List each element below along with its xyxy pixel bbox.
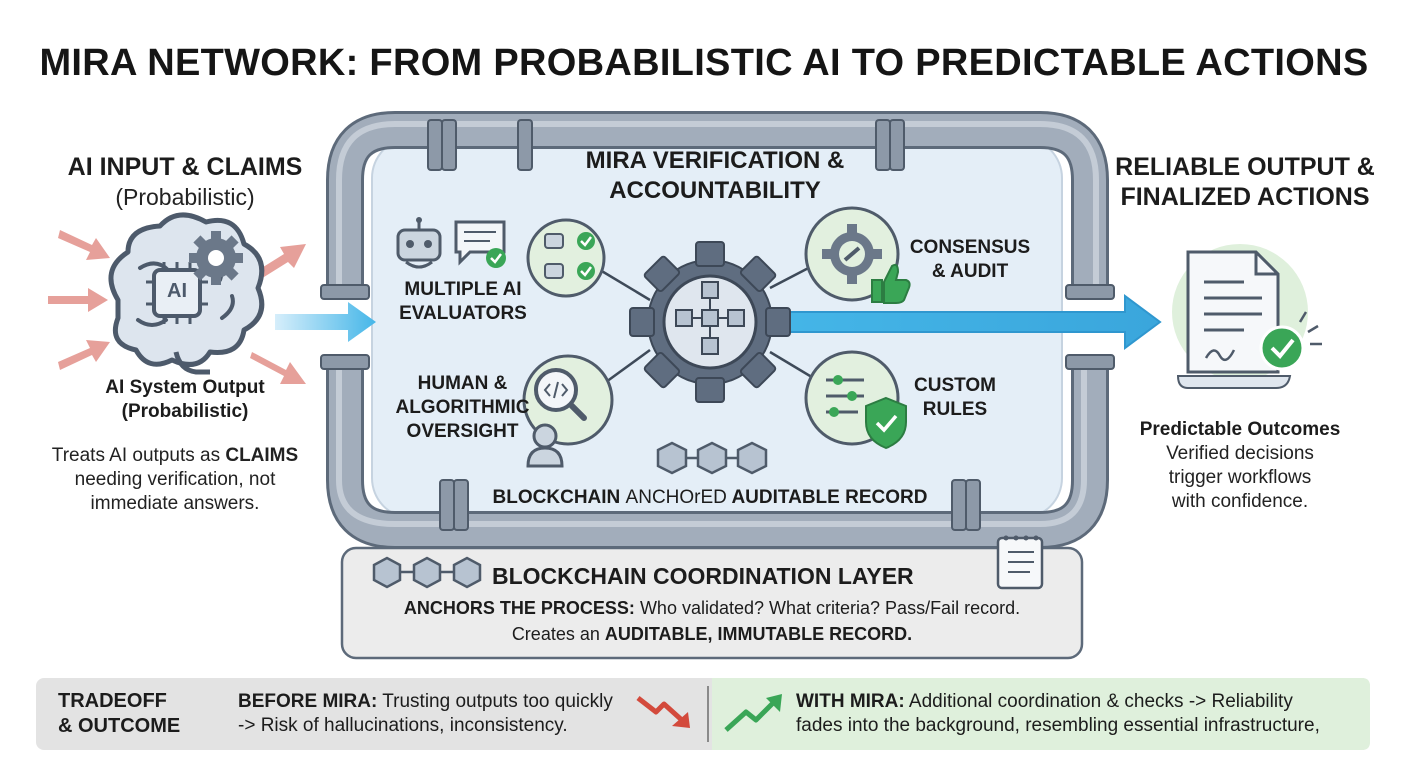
evaluators-label-line1: MULTIPLE AI [398,278,528,302]
consensus-label: CONSENSUS & AUDIT [905,236,1035,284]
output-description: Verified decisions trigger workflows wit… [1110,442,1370,514]
rules-label: CUSTOM RULES [905,374,1005,422]
evaluators-label-line2: EVALUATORS [398,302,528,326]
coordination-line1-rest: Who validated? What criteria? Pass/Fail … [635,598,1020,618]
input-desc-line2: needing verification, not [20,468,330,492]
coordination-title: BLOCKCHAIN COORDINATION LAYER [492,563,972,590]
output-heading-line2: FINALIZED ACTIONS [1100,182,1390,212]
record-label-part1: BLOCKCHAIN [493,487,626,508]
verification-title-line1: MIRA VERIFICATION & [540,146,890,176]
input-desc-prefix: Treats AI outputs as [52,445,226,466]
output-desc-line2: trigger workflows [1110,466,1370,490]
gear-icon [189,231,243,285]
record-label-part3: AUDITABLE RECORD [727,487,928,508]
input-desc-keyword: CLAIMS [225,445,298,466]
tradeoff-label: TRADEOFF & OUTCOME [58,689,218,739]
before-mira-bold: BEFORE MIRA: [238,691,377,712]
before-mira-line2: -> Risk of hallucinations, inconsistency… [238,714,638,738]
rules-label-line1: CUSTOM [905,374,1005,398]
output-heading-line1: RELIABLE OUTPUT & [1100,152,1390,182]
record-label: BLOCKCHAIN ANCHOrED AUDITABLE RECORD [470,487,950,509]
blockchain-cubes-icon [374,558,480,587]
before-mira-text: BEFORE MIRA: Trusting outputs too quickl… [238,690,638,738]
rules-label-line2: RULES [905,398,1005,422]
coordination-line2: Creates an AUDITABLE, IMMUTABLE RECORD. [342,624,1082,645]
input-caption-line2: (Probabilistic) [40,400,330,424]
before-mira-rest: Trusting outputs too quickly [377,691,613,712]
verification-title: MIRA VERIFICATION & ACCOUNTABILITY [540,146,890,206]
input-desc-line3: immediate answers. [20,492,330,516]
output-desc-line3: with confidence. [1110,490,1370,514]
coordination-line1-bold: ANCHORS THE PROCESS: [404,598,635,618]
oversight-label-line2: ALGORITHMIC [395,396,530,420]
with-mira-line2: fades into the background, resembling es… [796,714,1366,738]
notepad-icon [998,536,1042,589]
oversight-label: HUMAN & ALGORITHMIC OVERSIGHT [395,372,530,444]
output-caption: Predictable Outcomes [1110,418,1370,442]
input-subheading: (Probabilistic) [40,184,330,211]
central-gear-icon [630,242,790,402]
output-heading: RELIABLE OUTPUT & FINALIZED ACTIONS [1100,152,1390,212]
with-mira-text: WITH MIRA: Additional coordination & che… [796,690,1366,738]
coordination-line2-prefix: Creates an [512,624,605,644]
document-check-icon [1172,244,1322,388]
evaluators-label: MULTIPLE AI EVALUATORS [398,278,528,326]
input-caption-line1: AI System Output [40,376,330,400]
coordination-line2-bold: AUDITABLE, IMMUTABLE RECORD. [605,624,912,644]
consensus-label-line1: CONSENSUS [905,236,1035,260]
input-caption: AI System Output (Probabilistic) [40,376,330,424]
consensus-label-line2: & AUDIT [905,260,1035,284]
record-label-part2: ANCHOrED [626,487,727,508]
oversight-label-line3: OVERSIGHT [395,420,530,444]
robots-check-icon [528,220,604,296]
tradeoff-label-line1: TRADEOFF [58,689,218,714]
with-mira-rest: Additional coordination & checks -> Reli… [905,691,1293,712]
verification-title-line2: ACCOUNTABILITY [540,176,890,206]
coordination-line1: ANCHORS THE PROCESS: Who validated? What… [342,598,1082,619]
output-desc-line1: Verified decisions [1110,442,1370,466]
with-mira-bold: WITH MIRA: [796,691,905,712]
ai-chip-label: AI [157,280,197,303]
oversight-label-line1: HUMAN & [395,372,530,396]
input-arrow [275,302,376,342]
input-description: Treats AI outputs as CLAIMS needing veri… [20,444,330,516]
tradeoff-label-line2: & OUTCOME [58,714,218,739]
input-heading: AI INPUT & CLAIMS [40,152,330,182]
blockchain-cubes-icon [658,443,766,473]
